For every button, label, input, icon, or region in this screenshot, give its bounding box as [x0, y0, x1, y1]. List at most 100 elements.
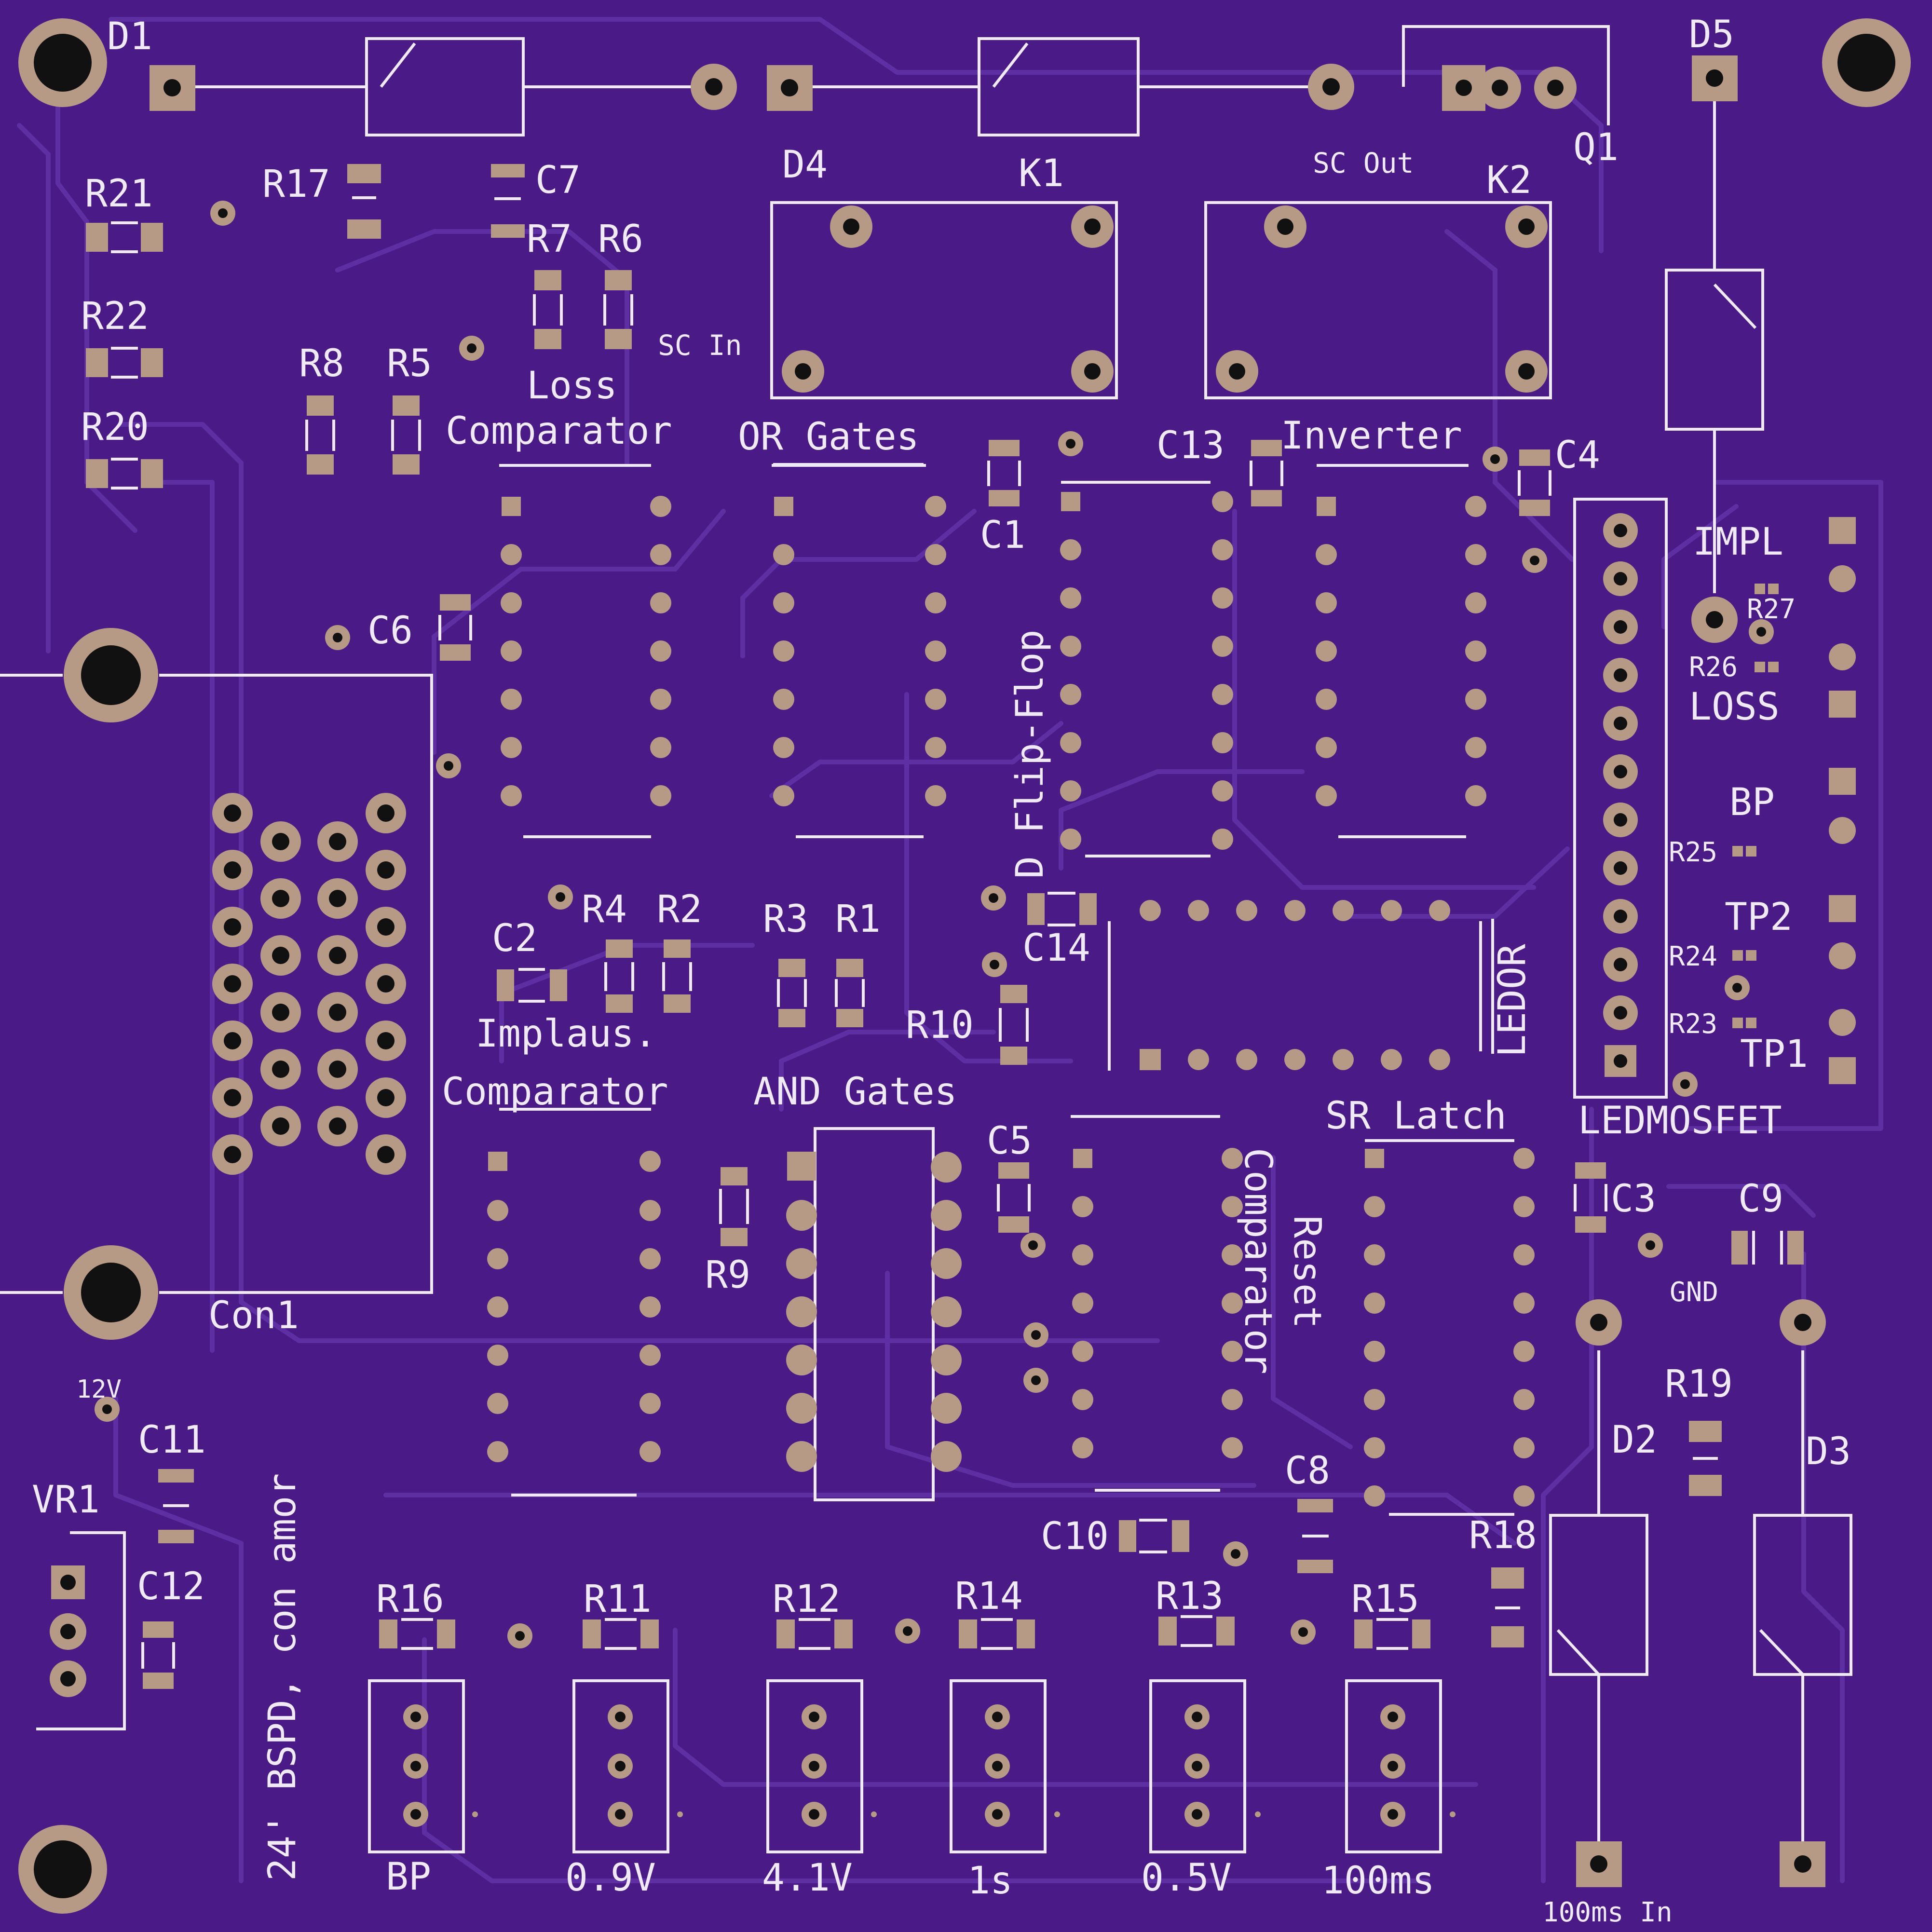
capacitor-c9: [1731, 1231, 1804, 1265]
label-d4: D4: [782, 143, 828, 187]
label-r14: R14: [955, 1575, 1023, 1618]
label-r25: R25: [1669, 837, 1717, 868]
trimpots: [368, 1679, 1456, 1853]
label-board-title: 24' BSPD, con amor: [261, 1473, 304, 1881]
ic-loss-comparator: [499, 464, 671, 838]
label-r26: R26: [1689, 652, 1738, 683]
label-c3: C3: [1611, 1177, 1656, 1221]
label-d1: D1: [107, 15, 152, 58]
diode-d5: [1665, 55, 1764, 643]
label-vr1: VR1: [32, 1478, 100, 1522]
label-c5: C5: [987, 1119, 1032, 1163]
ic-inverter: [1316, 464, 1486, 838]
label-r15: R15: [1351, 1578, 1419, 1621]
relay-k2: [1204, 201, 1552, 399]
label-c14: C14: [1022, 926, 1090, 970]
mounting-hole: [64, 628, 158, 722]
label-reset: Reset: [1285, 1215, 1329, 1329]
label-and-gates: AND Gates: [753, 1070, 957, 1114]
mounting-hole: [64, 1245, 158, 1340]
capacitor-c7: [491, 164, 525, 238]
trimpot-1s: [950, 1679, 1060, 1853]
trimpot-05v: [1149, 1679, 1261, 1853]
label-r20: R20: [81, 406, 149, 449]
label-r13: R13: [1156, 1575, 1224, 1618]
capacitor-c14: [1027, 892, 1097, 926]
diode-d3: [1753, 1299, 1852, 1887]
transistor-q1: [1402, 25, 1610, 125]
capacitor-c10: [1119, 1519, 1189, 1553]
capacitor-c11: [158, 1469, 194, 1543]
capacitor-c13: [1250, 440, 1283, 506]
label-r22: R22: [81, 295, 149, 338]
trimpot-09v: [572, 1679, 683, 1853]
label-r3: R3: [763, 898, 808, 941]
resistor-r15: [1354, 1618, 1430, 1650]
resistor-r11: [583, 1618, 659, 1650]
silkscreen-labels: D1 D4 K1 K2 Q1 D5 SC Out R17 C7 R21 R7 R…: [32, 13, 1851, 1928]
regulator-vr1: [36, 1531, 126, 1730]
label-ledmosfet: LEDMOSFET: [1578, 1099, 1782, 1143]
label-r27: R27: [1747, 594, 1796, 625]
resistor-r21: [86, 221, 163, 253]
mounting-hole: [18, 18, 107, 107]
trimpot-100ms: [1345, 1679, 1456, 1853]
connector-con1: [0, 674, 433, 1294]
label-sr-latch: SR Latch: [1325, 1094, 1507, 1138]
resistor-r4: [604, 939, 634, 1013]
label-pot-05v: 0.5V: [1141, 1856, 1232, 1900]
label-q1: Q1: [1573, 126, 1619, 169]
diode-d2: [1549, 1299, 1648, 1887]
label-c9: C9: [1738, 1177, 1783, 1221]
label-con1: Con1: [208, 1294, 299, 1337]
label-ledor: LEDOR: [1491, 944, 1534, 1057]
label-r10: R10: [906, 1004, 974, 1047]
label-sc-out: SC Out: [1313, 147, 1414, 179]
label-c2: C2: [492, 917, 537, 960]
label-loss: Loss: [527, 364, 617, 408]
smd-resistors-bottom: [379, 1615, 1430, 1650]
resistor-r20: [86, 458, 163, 490]
resistor-r14: [959, 1618, 1035, 1650]
label-or-gates: OR Gates: [738, 415, 919, 459]
capacitor-c3: [1574, 1162, 1607, 1233]
ic-and-gates: [786, 1127, 962, 1501]
label-implaus: Implaus.: [476, 1012, 657, 1056]
resistor-r17: [347, 164, 381, 239]
label-tp2: TP2: [1725, 896, 1793, 939]
label-c10: C10: [1041, 1515, 1109, 1558]
label-pot-100ms: 100ms: [1321, 1859, 1435, 1903]
label-c11: C11: [138, 1418, 206, 1462]
resistor-r3: [777, 959, 807, 1027]
label-impl: IMPL: [1693, 520, 1783, 564]
label-loss-comparator: Comparator: [446, 409, 672, 453]
label-r7: R7: [527, 218, 572, 261]
capacitor-c8: [1297, 1499, 1333, 1573]
capacitor-c5: [997, 1162, 1031, 1233]
label-r9: R9: [705, 1253, 750, 1297]
resistor-r2: [662, 939, 692, 1013]
label-tp1: TP1: [1740, 1033, 1808, 1076]
capacitor-c12: [141, 1621, 175, 1689]
label-r5: R5: [387, 342, 432, 385]
label-c6: C6: [367, 609, 413, 653]
label-loss-led: LOSS: [1689, 685, 1780, 729]
label-bp-led: BP: [1729, 781, 1775, 824]
resistor-r13: [1158, 1615, 1235, 1647]
mounting-holes: [18, 18, 1911, 1914]
label-reset-comparator: Comparator: [1236, 1148, 1279, 1374]
label-pot-09v: 0.9V: [565, 1856, 656, 1900]
header-ledmosfet: [1573, 498, 1668, 1099]
smd-components-top: [86, 164, 1551, 661]
resistor-r10: [999, 985, 1029, 1065]
capacitor-c4: [1518, 449, 1551, 516]
label-r17: R17: [262, 163, 330, 206]
vias: [95, 201, 1774, 1648]
resistor-r22: [86, 347, 163, 379]
led-pads-right: [1732, 517, 1856, 1084]
capacitor-c1: [987, 440, 1021, 506]
label-r8: R8: [299, 342, 344, 385]
label-d3: D3: [1806, 1430, 1851, 1473]
label-d5: D5: [1689, 13, 1734, 56]
label-implaus-comparator: Comparator: [442, 1070, 668, 1114]
